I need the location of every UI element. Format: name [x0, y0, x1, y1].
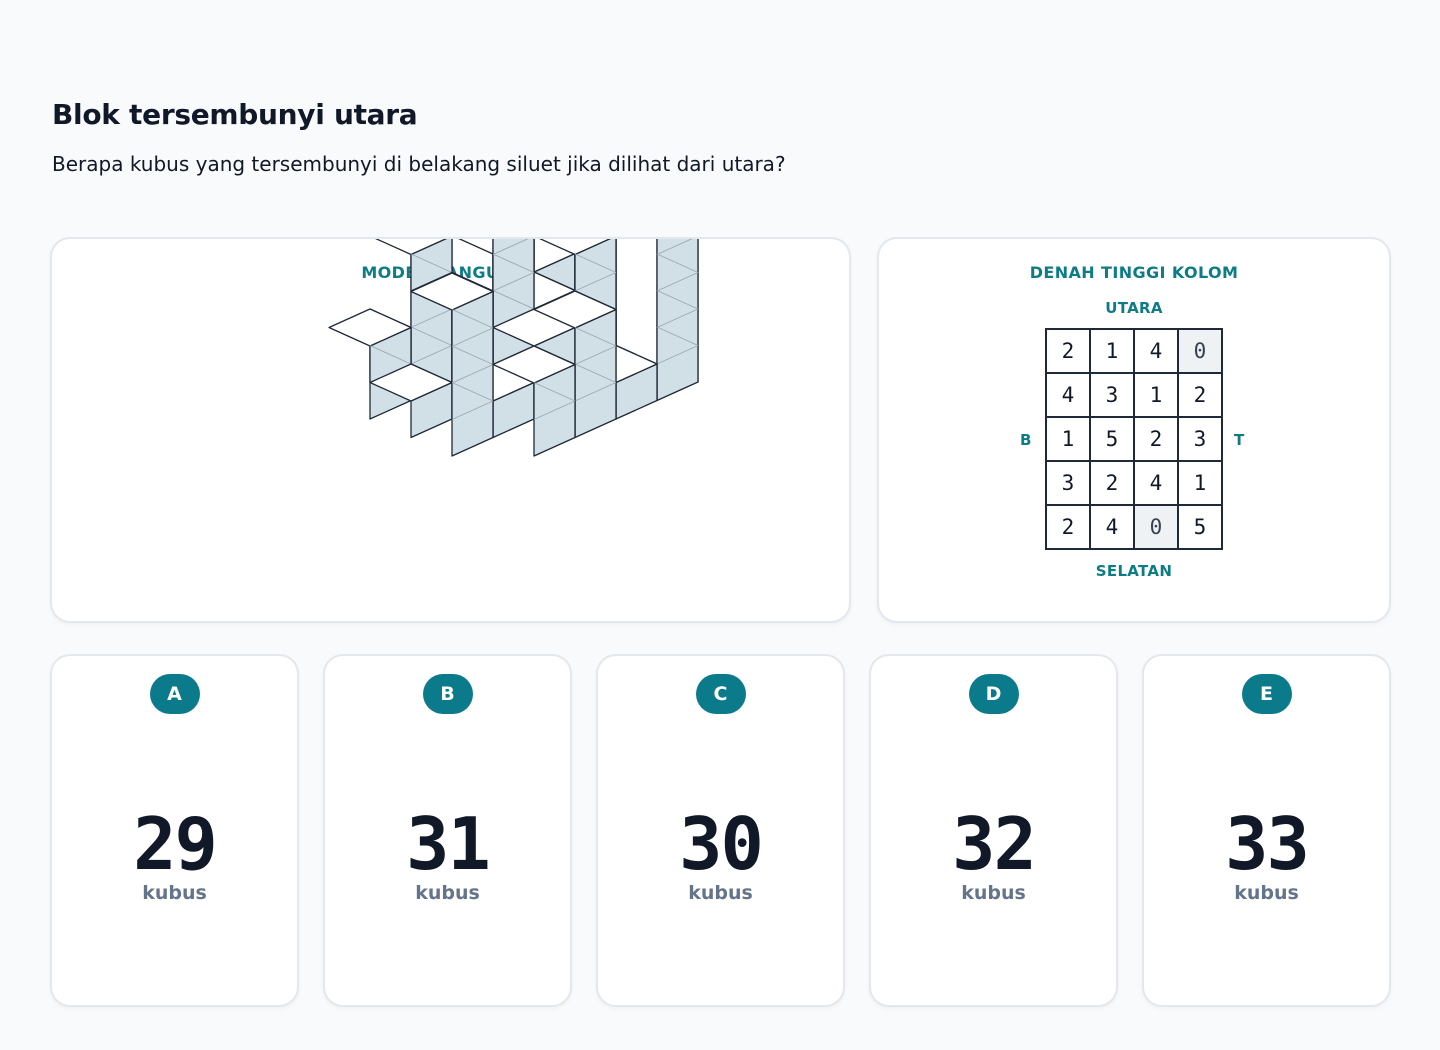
height-cell: 1: [1045, 416, 1091, 462]
cube-seam: [574, 345, 617, 365]
cube-seam: [369, 345, 412, 365]
question-text: Berapa kubus yang tersembunyi di belakan…: [52, 152, 786, 176]
cube-right-face: [656, 239, 699, 402]
cube-top-face: [492, 345, 576, 384]
option-value: 31: [406, 802, 491, 886]
height-cell: 3: [1045, 460, 1091, 506]
cube-top-face: [533, 290, 617, 329]
height-cell: 2: [1089, 460, 1135, 506]
cube-seam: [451, 364, 494, 384]
height-cell: 5: [1177, 504, 1223, 550]
cube-seam: [574, 272, 617, 292]
option-letter-badge: C: [695, 674, 746, 714]
height-cell: 0: [1177, 328, 1223, 374]
model-panel: MODEL BANGUNAN: [50, 237, 851, 623]
cube-top-face: [375, 239, 447, 256]
cube-seam: [656, 272, 699, 292]
height-cell: 2: [1045, 504, 1091, 550]
height-cell: 4: [1089, 504, 1135, 550]
cube-seam: [451, 309, 494, 329]
cube-seam: [492, 253, 535, 273]
cube-seam: [656, 345, 699, 365]
cube-seam: [533, 382, 576, 402]
cube-seam: [451, 400, 494, 420]
option-value: 30: [679, 802, 764, 886]
option-d[interactable]: D 32 kubus: [869, 654, 1118, 1007]
height-cell: 1: [1133, 372, 1179, 418]
cube-seam: [410, 308, 453, 328]
direction-south-label: SELATAN: [1095, 562, 1173, 580]
height-cell: 1: [1177, 460, 1223, 506]
cube-seam: [410, 326, 453, 346]
cube-seam: [451, 345, 494, 365]
option-b[interactable]: B 31 kubus: [323, 654, 572, 1007]
cube-seam: [410, 253, 453, 273]
option-letter-badge: A: [149, 674, 200, 714]
cube-top-face: [328, 308, 412, 347]
height-cell: 4: [1045, 372, 1091, 418]
height-cell: 3: [1177, 416, 1223, 462]
cube-seam: [656, 239, 693, 255]
isometric-building: [328, 239, 699, 457]
option-unit: kubus: [142, 882, 207, 904]
cube-seam: [451, 382, 494, 402]
height-cell: 3: [1089, 372, 1135, 418]
cube-seam: [574, 363, 617, 383]
option-letter-badge: E: [1241, 674, 1292, 714]
height-map-heading: DENAH TINGGI KOLOM: [1029, 263, 1239, 282]
cube-top-face: [539, 239, 611, 256]
cube-seam: [574, 327, 617, 347]
option-unit: kubus: [688, 882, 753, 904]
height-cell: 4: [1133, 328, 1179, 374]
option-letter-badge: B: [422, 674, 473, 714]
option-value: 29: [133, 802, 218, 886]
cube-seam: [656, 290, 699, 310]
direction-west-label: B: [1020, 431, 1032, 449]
cube-seam: [574, 382, 617, 402]
cube-seam: [451, 327, 494, 347]
height-cell: 4: [1133, 460, 1179, 506]
height-cell: 2: [1177, 372, 1223, 418]
height-cell: 5: [1089, 416, 1135, 462]
cube-seam: [656, 326, 699, 346]
height-cell: 1: [1089, 328, 1135, 374]
height-cell: 0: [1133, 504, 1179, 550]
option-unit: kubus: [415, 882, 480, 904]
direction-north-label: UTARA: [1105, 299, 1163, 317]
direction-east-label: T: [1234, 431, 1245, 449]
cube-seam: [656, 253, 699, 273]
cube-seam: [492, 239, 529, 255]
option-value: 32: [952, 802, 1037, 886]
cube-seam: [574, 253, 617, 273]
cube-top-face: [410, 272, 494, 311]
option-value: 33: [1225, 802, 1310, 886]
cube-seam: [533, 400, 576, 420]
option-a[interactable]: A 29 kubus: [50, 654, 299, 1007]
height-cell: 2: [1133, 416, 1179, 462]
option-letter-badge: D: [968, 674, 1019, 714]
option-unit: kubus: [1234, 882, 1299, 904]
cube-seam: [492, 272, 535, 292]
cube-seam: [656, 308, 699, 328]
page-title: Blok tersembunyi utara: [52, 98, 418, 131]
height-cell: 2: [1045, 328, 1091, 374]
option-e[interactable]: E 33 kubus: [1142, 654, 1391, 1007]
cube-seam: [492, 290, 535, 310]
option-c[interactable]: C 30 kubus: [596, 654, 845, 1007]
option-unit: kubus: [961, 882, 1026, 904]
cube-seam: [410, 345, 453, 365]
